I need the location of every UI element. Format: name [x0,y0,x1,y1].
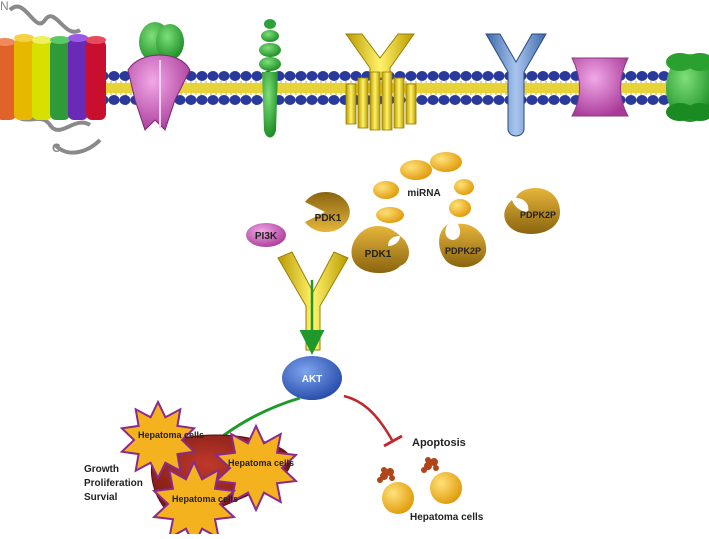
phospholipid-head [219,95,230,105]
mirna-label: miRNA [407,188,440,199]
phospholipid-head [626,95,637,105]
pi3k-node: PI3K [246,223,286,247]
phospholipid-head [538,71,549,81]
mirna-cluster: miRNA [373,152,474,223]
phospholipid-head [230,71,241,81]
pdpk2p-left-label: PDPK2P [445,246,481,256]
phospholipid-head [406,71,417,81]
phospholipid-head [296,95,307,105]
phospholipid-head [450,71,461,81]
phospholipid-head [483,71,494,81]
akt-label: AKT [302,374,323,385]
phospholipid-head [472,71,483,81]
phospholipid-head [648,95,659,105]
phospholipid-head [208,95,219,105]
c-terminal-label: C [52,141,61,155]
hepatoma-top-label: Hepatoma cells [138,430,204,440]
pdk1-top-node: PDK1 [305,192,350,232]
phospholipid-head [417,71,428,81]
phospholipid-head [417,95,428,105]
proliferation-label: Proliferation [84,478,143,489]
phospholipid-head [439,95,450,105]
phospholipid-head [296,71,307,81]
hepatoma-cells-caption: Hepatoma cells [410,512,484,523]
phospholipid-head [637,71,648,81]
pdk1-bottom-label: PDK1 [365,249,392,260]
ion-channel-icon [128,22,190,130]
pdpk2p-right-node: PDPK2P [504,188,560,234]
phospholipid-head [285,95,296,105]
phospholipid-head [637,95,648,105]
phospholipid-head [340,71,351,81]
phospholipid-head [527,95,538,105]
n-terminal-label: N [0,0,9,13]
phospholipid-head [241,71,252,81]
phospholipid-head [527,71,538,81]
phospholipid-head [186,95,197,105]
apoptosis-label: Apoptosis [412,437,466,449]
phospholipid-head [318,71,329,81]
phospholipid-head [560,71,571,81]
phospholipid-head [120,95,131,105]
phospholipid-head [252,71,263,81]
phospholipid-head [329,71,340,81]
pdpk2p-left-node: PDPK2P [439,224,486,267]
phospholipid-head [307,95,318,105]
apoptotic-cells-icon [377,457,462,514]
central-receptor-icon [278,252,348,350]
phospholipid-head [109,71,120,81]
phospholipid-head [208,71,219,81]
phospholipid-head [428,95,439,105]
seven-transmembrane-receptor-icon: N C [0,0,106,155]
hepatoma-right-label: Hepatoma cells [228,458,294,468]
phospholipid-head [252,95,263,105]
phospholipid-head [428,71,439,81]
phospholipid-head [285,71,296,81]
phospholipid-head [483,95,494,105]
phospholipid-head [461,95,472,105]
phospholipid-head [549,95,560,105]
pdk1-bottom-node: PDK1 [351,226,409,273]
akt-node: AKT [282,356,342,400]
akt-inhibits-apoptosis [344,396,402,446]
phospholipid-head [472,95,483,105]
phospholipid-head [219,71,230,81]
pdpk2p-right-label: PDPK2P [520,210,556,220]
phospholipid-head [307,71,318,81]
phospholipid-head [549,71,560,81]
phospholipid-head [109,95,120,105]
phospholipid-head [318,95,329,105]
phospholipid-head [241,95,252,105]
phospholipid-head [461,71,472,81]
phospholipid-head [197,95,208,105]
pore-protein-icon [572,58,628,116]
phospholipid-head [648,71,659,81]
phospholipid-head [197,71,208,81]
phospholipid-head [230,95,241,105]
phospholipid-head [450,95,461,105]
single-pass-receptor-icon [259,19,281,138]
phospholipid-head [494,71,505,81]
pi3k-label: PI3K [255,231,278,242]
phospholipid-head [538,95,549,105]
barrel-channel-icon [666,53,709,122]
phospholipid-head [494,95,505,105]
phospholipid-head [439,71,450,81]
phospholipid-head [626,71,637,81]
survival-label: Survial [84,492,118,503]
hepatoma-bottom-label: Hepatoma cells [172,494,238,504]
pdk1-top-label: PDK1 [315,213,342,224]
phospholipid-head [560,95,571,105]
growth-label: Growth [84,464,119,475]
phospholipid-head [329,95,340,105]
